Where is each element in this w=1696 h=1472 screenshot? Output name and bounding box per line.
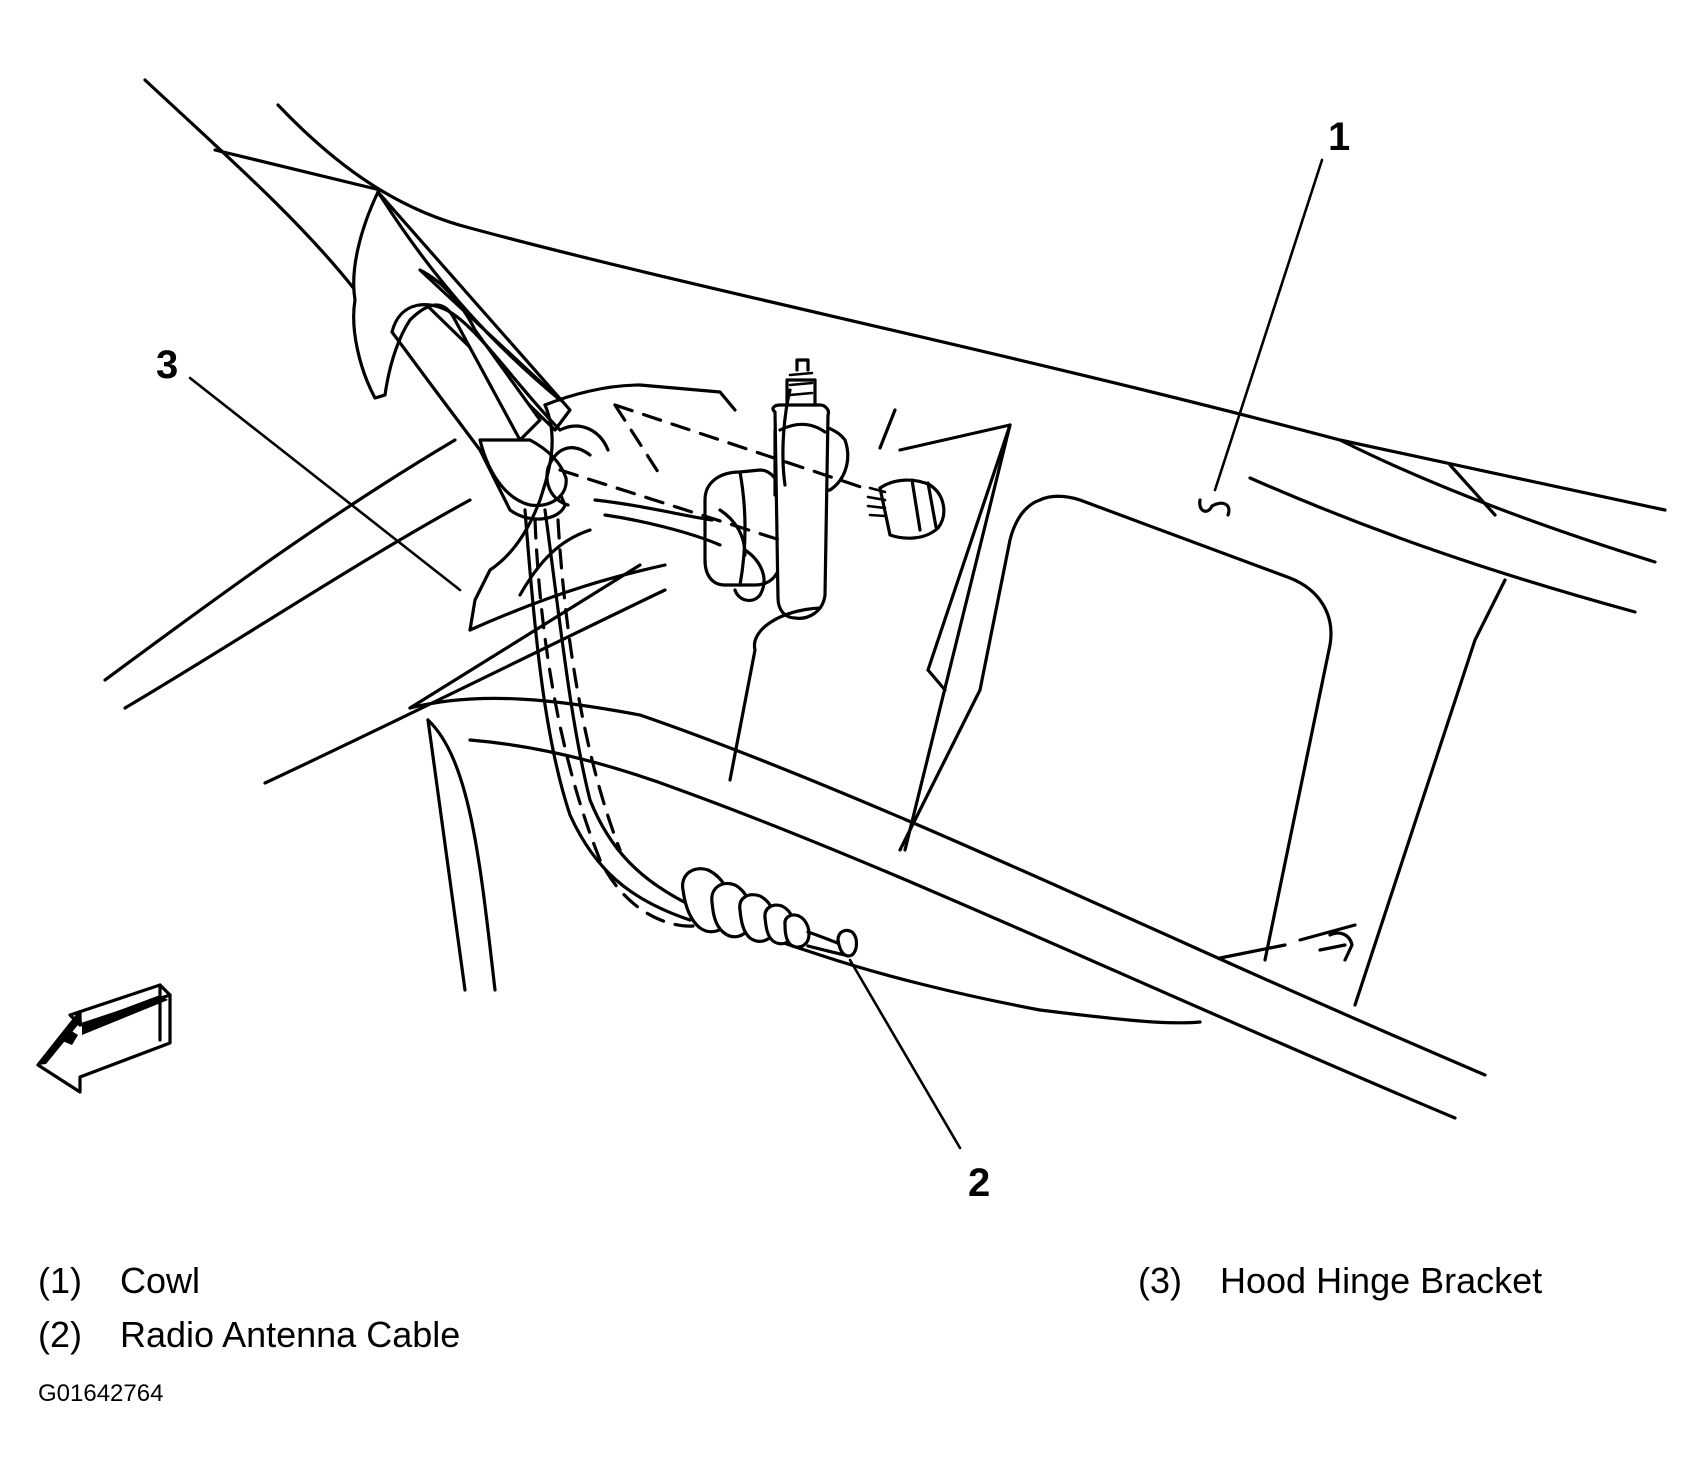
legend-item-cowl: (1) Cowl — [38, 1254, 200, 1308]
mounting-bolt — [866, 478, 946, 540]
cowl-hook-detail — [1198, 498, 1231, 517]
legend-item-radio-antenna-cable: (2) Radio Antenna Cable — [38, 1308, 460, 1362]
legend-text: Radio Antenna Cable — [120, 1314, 461, 1355]
retaining-clip — [1318, 931, 1354, 962]
fender-rails — [103, 438, 1487, 1120]
legend-number: (3) — [1138, 1260, 1182, 1301]
figure-code: G01642764 — [38, 1380, 164, 1407]
forward-direction-arrow-icon — [36, 983, 172, 1094]
callout-1: 1 — [1328, 115, 1350, 159]
alignment-lines — [533, 403, 872, 928]
cowl-panel — [878, 408, 1507, 1007]
legend-number: (2) — [38, 1314, 82, 1355]
legend-item-hood-hinge-bracket: (3) Hood Hinge Bracket — [1138, 1254, 1542, 1308]
hood-hinge-bracket — [352, 190, 737, 632]
legend-text: Cowl — [120, 1260, 201, 1301]
leader-lines — [188, 158, 1324, 1150]
callout-2: 2 — [968, 1161, 990, 1205]
radio-antenna-cable — [523, 508, 1202, 1025]
legend-text: Hood Hinge Bracket — [1220, 1260, 1543, 1301]
legend-number: (1) — [38, 1260, 82, 1301]
hood-outline — [143, 78, 1667, 614]
callout-3: 3 — [156, 343, 178, 387]
